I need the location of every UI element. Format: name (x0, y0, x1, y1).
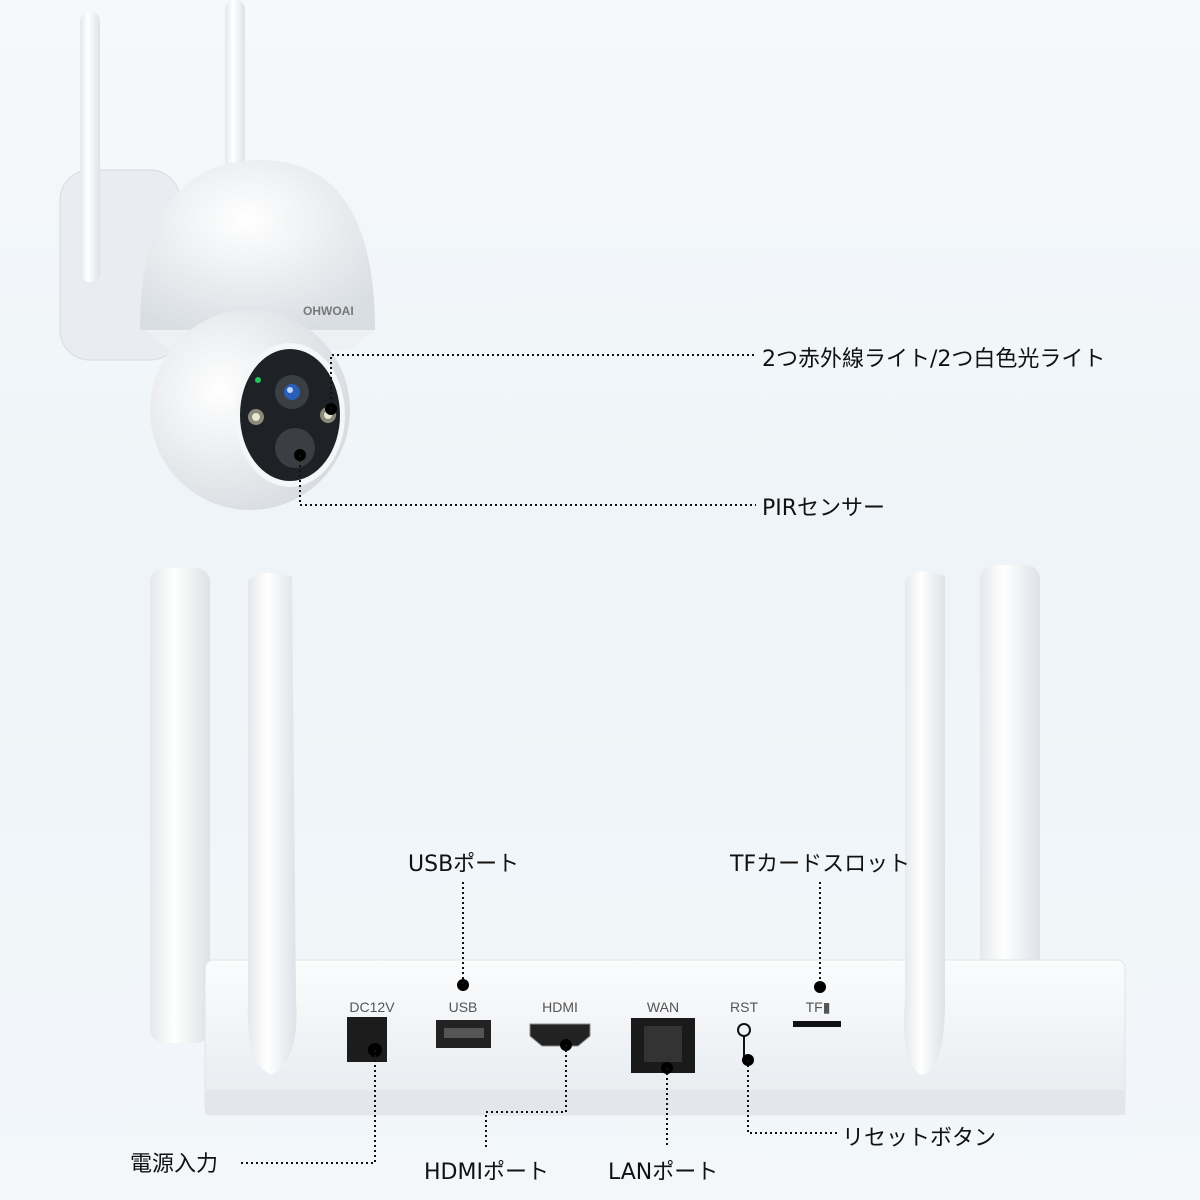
status-led (255, 377, 261, 383)
callout-usb-port: USBポート (408, 852, 520, 877)
brand-logo: OHWOAI (303, 304, 354, 318)
camera: OHWOAI (59, 0, 375, 510)
nvr-antenna (247, 572, 297, 1075)
nvr-antenna (904, 571, 945, 1075)
callout-reset-button: リセットボタン (842, 1126, 997, 1151)
svg-text:TF▮: TF▮ (806, 999, 831, 1015)
svg-text:USB: USB (449, 999, 478, 1015)
nvr-antenna (150, 568, 210, 1043)
camera-antenna-left (80, 12, 100, 282)
nvr: DC12V USB HDMI WAN RST TF▮ (150, 565, 1126, 1116)
callout-pir-sensor: PIRセンサー (762, 496, 886, 521)
dc-port (347, 1017, 387, 1062)
nvr-antenna (980, 565, 1040, 1045)
callout-power-input: 電源入力 (130, 1152, 219, 1177)
hdmi-port (529, 1023, 591, 1047)
svg-text:DC12V: DC12V (349, 999, 395, 1015)
camera-antenna-right (225, 0, 245, 175)
callout-lights: 2つ赤外線ライト/2つ白色光ライト (762, 347, 1106, 372)
leader-lines (240, 354, 838, 1164)
callout-hdmi-port: HDMIポート (424, 1160, 549, 1185)
pir-sensor (275, 428, 315, 468)
svg-text:HDMI: HDMI (542, 999, 578, 1015)
svg-text:WAN: WAN (647, 999, 679, 1015)
svg-text:RST: RST (730, 999, 758, 1015)
callout-lan-port: LANポート (608, 1160, 719, 1185)
callout-tf-slot: TFカードスロット (730, 852, 911, 877)
camera-dome (140, 160, 375, 330)
tf-slot (793, 1021, 841, 1027)
